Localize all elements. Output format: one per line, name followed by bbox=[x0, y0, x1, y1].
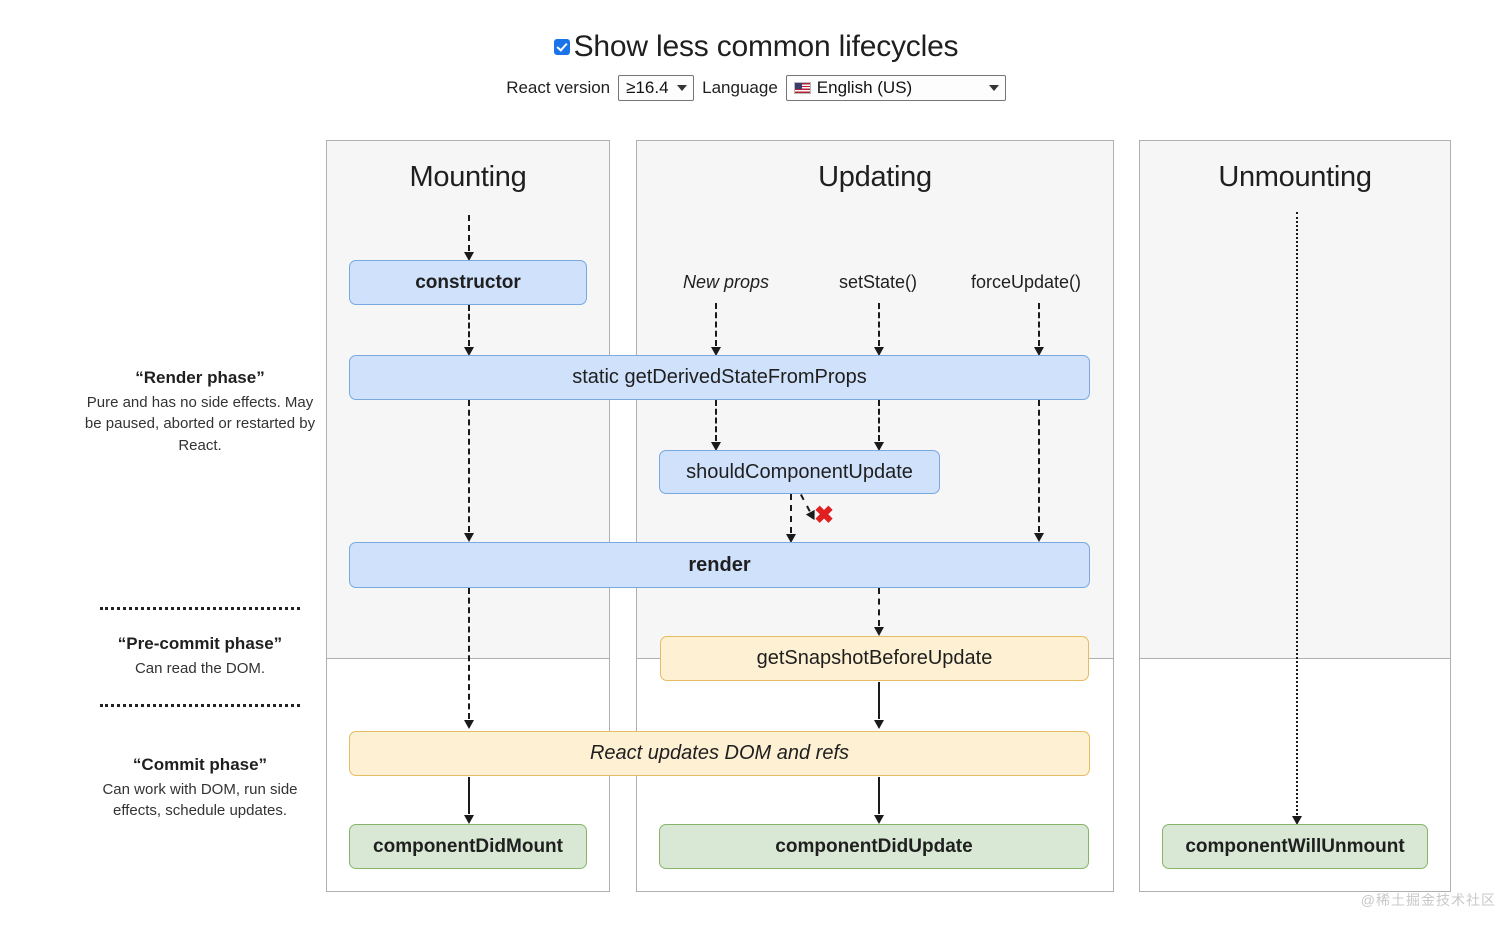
node-component-did-mount[interactable]: componentDidMount bbox=[349, 824, 587, 869]
language-select[interactable]: English (US) bbox=[785, 75, 1006, 101]
us-flag-icon bbox=[793, 82, 811, 94]
column-mounting-title: Mounting bbox=[409, 161, 527, 193]
show-less-common-row[interactable]: Show less common lifecycles bbox=[0, 30, 1512, 64]
watermark: @稀土掘金技术社区 bbox=[1360, 892, 1496, 908]
column-unmounting-title: Unmounting bbox=[1218, 161, 1372, 193]
phase-commit-title: “Commit phase” bbox=[132, 755, 268, 774]
column-unmounting-render-area bbox=[1140, 141, 1450, 659]
phase-render: “Render phase” Pure and has no side effe… bbox=[80, 368, 320, 456]
node-component-will-unmount[interactable]: componentWillUnmount bbox=[1162, 824, 1428, 869]
column-updating-title: Updating bbox=[818, 161, 932, 193]
show-less-common-label: Show less common lifecycles bbox=[573, 30, 959, 63]
node-component-did-update[interactable]: componentDidUpdate bbox=[659, 824, 1089, 869]
node-should-component-update[interactable]: shouldComponentUpdate bbox=[659, 450, 940, 494]
phase-commit-desc: Can work with DOM, run side effects, sch… bbox=[102, 781, 298, 820]
trigger-force-update: forceUpdate() bbox=[970, 272, 1082, 292]
phase-render-desc: Pure and has no side effects. May be pau… bbox=[84, 394, 316, 454]
react-version-label: React version bbox=[506, 78, 611, 97]
language-value: English (US) bbox=[816, 78, 913, 97]
phase-render-title: “Render phase” bbox=[135, 368, 265, 387]
node-react-updates-dom[interactable]: React updates DOM and refs bbox=[349, 731, 1090, 776]
phase-precommit-title: “Pre-commit phase” bbox=[117, 634, 283, 653]
phase-divider-bottom bbox=[100, 704, 300, 707]
phase-commit: “Commit phase” Can work with DOM, run si… bbox=[80, 755, 320, 822]
language-label: Language bbox=[702, 78, 778, 97]
phase-precommit-desc: Can read the DOM. bbox=[134, 660, 266, 677]
node-render[interactable]: render bbox=[349, 542, 1090, 588]
column-unmounting: Unmounting bbox=[1139, 140, 1451, 892]
node-constructor[interactable]: constructor bbox=[349, 260, 587, 305]
react-version-value: ≥16.4 bbox=[626, 78, 669, 97]
trigger-new-props: New props bbox=[682, 272, 770, 292]
node-get-derived-state-from-props[interactable]: static getDerivedStateFromProps bbox=[349, 355, 1090, 400]
node-get-snapshot-before-update[interactable]: getSnapshotBeforeUpdate bbox=[660, 636, 1089, 681]
trigger-set-state: setState() bbox=[838, 272, 918, 292]
column-updating: Updating bbox=[636, 140, 1114, 892]
chevron-down-icon bbox=[988, 85, 999, 91]
phase-precommit: “Pre-commit phase” Can read the DOM. bbox=[80, 634, 320, 679]
chevron-down-icon bbox=[677, 85, 688, 91]
react-version-select[interactable]: ≥16.4 bbox=[618, 75, 695, 101]
show-less-common-checkbox[interactable] bbox=[553, 39, 570, 55]
reject-icon: ✖ bbox=[814, 502, 835, 529]
phase-divider-top bbox=[100, 607, 300, 610]
settings-row: React version ≥16.4 Language English (US… bbox=[0, 75, 1512, 101]
header-controls: Show less common lifecycles React versio… bbox=[0, 0, 1512, 101]
